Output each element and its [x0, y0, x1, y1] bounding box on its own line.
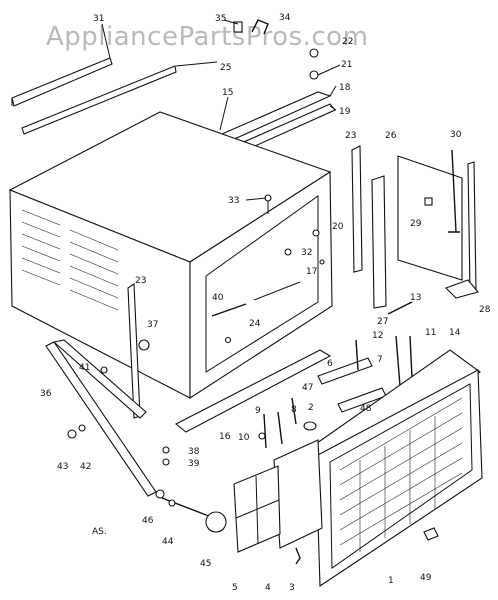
control-parts	[162, 335, 413, 466]
callout-36: 36	[40, 389, 52, 399]
callout-15: 15	[222, 88, 233, 98]
callout-18: 18	[339, 83, 351, 93]
callout-12: 12	[372, 331, 383, 341]
callout-19: 19	[339, 107, 351, 117]
diagram-code: AS.	[92, 527, 107, 537]
callout-31: 31	[93, 14, 104, 24]
callout-23-upper: 23	[345, 131, 356, 141]
callout-34: 34	[279, 13, 291, 23]
callout-42: 42	[80, 462, 91, 472]
leader-lines	[101, 19, 341, 201]
callout-1: 1	[388, 576, 394, 586]
callout-40: 40	[212, 293, 224, 303]
callout-2: 2	[308, 403, 314, 413]
callout-17: 17	[306, 267, 317, 277]
callout-48: 48	[360, 404, 372, 414]
callout-14: 14	[449, 328, 461, 338]
callout-11: 11	[425, 328, 436, 338]
callout-33: 33	[228, 196, 239, 206]
callouts: 31 35 34 22 25 21 18 15 19 23 26 30 33 2…	[40, 13, 491, 593]
callout-47: 47	[302, 383, 313, 393]
front-grille	[233, 349, 483, 588]
callout-8: 8	[291, 405, 297, 415]
callout-45: 45	[200, 559, 211, 569]
callout-37: 37	[147, 320, 158, 330]
callout-20: 20	[332, 222, 344, 232]
knob-assembly	[161, 497, 227, 533]
watermark: AppliancePartsPros.com	[46, 22, 368, 52]
mounting-bracket	[45, 283, 165, 499]
callout-35: 35	[215, 14, 226, 24]
interior-parts	[174, 281, 332, 433]
callout-23-lower: 23	[135, 276, 146, 286]
callout-32: 32	[301, 248, 312, 258]
callout-4: 4	[265, 583, 271, 593]
callout-28: 28	[479, 305, 491, 315]
callout-26: 26	[385, 131, 397, 141]
callout-38: 38	[188, 447, 200, 457]
callout-46: 46	[142, 516, 154, 526]
callout-41: 41	[79, 363, 90, 373]
callout-7: 7	[377, 355, 383, 365]
callout-5: 5	[232, 583, 238, 593]
callout-6: 6	[327, 359, 333, 369]
side-panels	[351, 145, 479, 315]
callout-29: 29	[410, 219, 422, 229]
screws	[224, 194, 325, 344]
callout-25: 25	[220, 63, 231, 73]
callout-39: 39	[188, 459, 200, 469]
callout-24: 24	[249, 319, 261, 329]
callout-21: 21	[341, 60, 352, 70]
callout-10: 10	[238, 433, 250, 443]
callout-3: 3	[289, 583, 295, 593]
callout-9: 9	[255, 406, 261, 416]
callout-27: 27	[377, 317, 388, 327]
callout-13: 13	[410, 293, 421, 303]
callout-22: 22	[342, 37, 353, 47]
callout-44: 44	[162, 537, 174, 547]
callout-16: 16	[219, 432, 231, 442]
callout-30: 30	[450, 130, 462, 140]
callout-43: 43	[57, 462, 68, 472]
top-hardware	[233, 19, 319, 80]
callout-49: 49	[420, 573, 432, 583]
